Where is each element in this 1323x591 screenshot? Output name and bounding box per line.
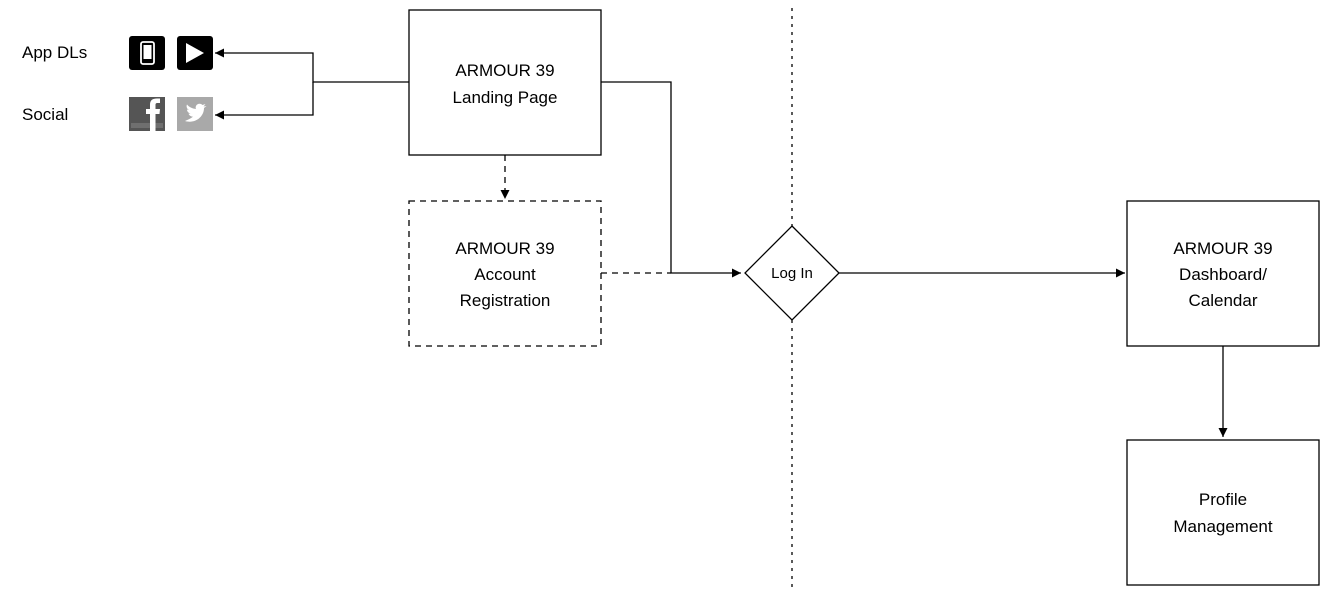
dashboard-label-line2: Dashboard/	[1179, 265, 1267, 284]
account-registration-box[interactable]	[408, 200, 602, 347]
app-dls-label: App DLs	[22, 43, 87, 62]
landing-page-label-line1: ARMOUR 39	[455, 61, 554, 80]
registration-label-line2: Account	[474, 265, 536, 284]
play-store-icon[interactable]	[177, 36, 213, 70]
facebook-icon[interactable]	[129, 97, 165, 131]
profile-label-line1: Profile	[1199, 490, 1247, 509]
dashboard-label-line3: Calendar	[1189, 291, 1258, 310]
login-decision-diamond[interactable]	[744, 225, 840, 321]
login-label: Log In	[771, 265, 813, 282]
landing-to-icons-connector	[215, 48, 409, 83]
profile-label-line2: Management	[1173, 517, 1273, 536]
dashboard-label-line1: ARMOUR 39	[1173, 239, 1272, 258]
landing-to-social-connector	[215, 82, 314, 120]
registration-label-line3: Registration	[460, 291, 551, 310]
landing-to-login-connector	[601, 81, 741, 278]
landing-page-box[interactable]	[408, 9, 602, 156]
landing-page-label-line2: Landing Page	[453, 88, 558, 107]
phone-icon[interactable]	[129, 36, 165, 70]
profile-management-box[interactable]	[1126, 439, 1320, 586]
social-label: Social	[22, 105, 68, 124]
registration-label-line1: ARMOUR 39	[455, 239, 554, 258]
twitter-icon[interactable]	[177, 97, 213, 131]
